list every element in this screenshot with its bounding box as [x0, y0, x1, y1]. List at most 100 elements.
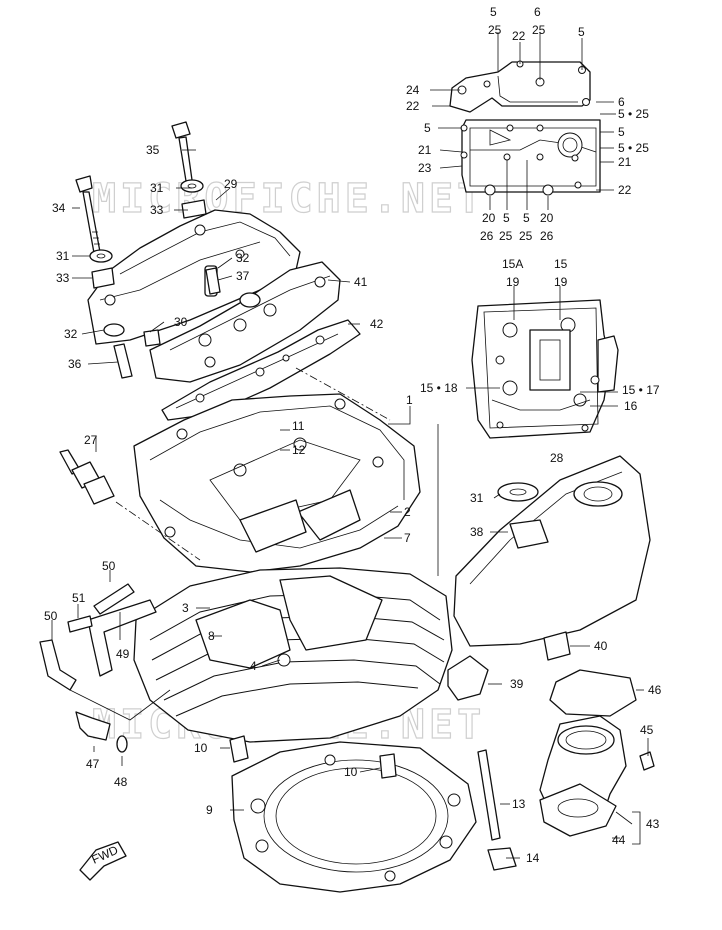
clamp-46: [549, 669, 637, 717]
callout-29: 29: [224, 177, 238, 191]
callout-44: 44: [612, 833, 626, 847]
dowel-10-right: [379, 753, 397, 779]
callout-19-a: 19: [506, 275, 520, 289]
head-gasket-9: [231, 741, 477, 893]
callout-5-left: 5: [424, 121, 431, 135]
callout-33-b: 33: [56, 271, 70, 285]
callout-13: 13: [512, 797, 526, 811]
callout-11: 11: [292, 419, 305, 433]
callout-6-top: 6: [534, 5, 541, 19]
callout-19-b: 19: [554, 275, 568, 289]
union-bolt-47: [75, 711, 111, 741]
dowel-30: [143, 329, 161, 347]
grommet-33-lower: [91, 267, 115, 289]
grommet-33-upper: [181, 199, 207, 219]
head-cover-plate-upper: [449, 60, 601, 196]
callout-36: 36: [68, 357, 82, 371]
callout-12: 12: [292, 443, 306, 457]
callout-34: 34: [52, 201, 66, 215]
washer-31-lower: [89, 249, 113, 263]
leader-lines: [51, 32, 649, 859]
callout-15: 15: [554, 257, 568, 271]
callout-31-c: 31: [470, 491, 484, 505]
callout-5-25-b: 5 • 25: [618, 141, 649, 155]
washer-31-upper: [180, 179, 204, 193]
callout-28: 28: [550, 451, 564, 465]
spark-plug-27: [59, 449, 115, 505]
callout-10-b: 10: [344, 765, 358, 779]
callout-8: 8: [208, 629, 215, 643]
bolt-35: [171, 121, 193, 182]
cylinder-head: [133, 393, 421, 573]
callout-33-a: 33: [150, 203, 164, 217]
bolt-45: [639, 751, 655, 771]
callout-5-top: 5: [490, 5, 497, 19]
callout-47: 47: [86, 757, 100, 771]
dowel-10-left: [229, 735, 249, 763]
head-bottom-view: [471, 299, 619, 439]
callout-25-b1: 25: [499, 229, 513, 243]
callout-7: 7: [404, 531, 411, 545]
fwd-arrow-icon: FWD: [79, 841, 127, 881]
callout-41: 41: [354, 275, 368, 289]
callout-32-a: 32: [236, 251, 250, 265]
callout-39: 39: [510, 677, 524, 691]
intake-pipe: [539, 669, 637, 837]
callout-5-25-a: 5 • 25: [618, 107, 649, 121]
callout-5-b2: 5: [523, 211, 530, 225]
callout-21-right: 21: [618, 155, 632, 169]
rocker-cover: [87, 209, 341, 383]
callout-20-a: 20: [482, 211, 496, 225]
callout-25-top2: 25: [532, 23, 546, 37]
callout-37: 37: [236, 269, 250, 283]
callout-9: 9: [206, 803, 213, 817]
callout-30: 30: [174, 315, 188, 329]
callout-38: 38: [470, 525, 484, 539]
callout-1: 1: [406, 393, 413, 407]
callout-26-b: 26: [540, 229, 554, 243]
callout-2: 2: [404, 505, 411, 519]
callout-22-right: 22: [618, 183, 632, 197]
stud-13: [477, 749, 501, 841]
grommet-38: [509, 519, 549, 549]
hose-50-upper: [93, 583, 135, 615]
callout-50-a: 50: [102, 559, 116, 573]
callout-6-right: 6: [618, 95, 625, 109]
nut-14: [487, 847, 517, 871]
callout-16: 16: [624, 399, 638, 413]
callout-46: 46: [648, 683, 662, 697]
callout-31-a: 31: [150, 181, 164, 195]
callout-21-left: 21: [418, 143, 432, 157]
plug-39: [447, 655, 489, 701]
callout-43: 43: [646, 817, 660, 831]
callout-23: 23: [418, 161, 432, 175]
callout-42: 42: [370, 317, 384, 331]
callout-24: 24: [406, 83, 420, 97]
callout-15-18: 15 • 18: [420, 381, 458, 395]
gasket-48: [116, 735, 128, 753]
callout-25-b2: 25: [519, 229, 533, 243]
callout-22-left: 22: [406, 99, 420, 113]
callout-51: 51: [72, 591, 86, 605]
dowel-36: [113, 343, 133, 379]
hose-50-lower: [39, 639, 77, 691]
callout-14: 14: [526, 851, 540, 865]
callout-5-topright: 5: [578, 25, 585, 39]
callout-15a: 15A: [502, 257, 523, 271]
callout-15-17: 15 • 17: [622, 383, 660, 397]
grommet-31-right: [497, 482, 539, 502]
side-cover-28: [453, 455, 651, 647]
callout-5-right: 5: [618, 125, 625, 139]
callout-20-b: 20: [540, 211, 554, 225]
callout-35: 35: [146, 143, 160, 157]
callout-4: 4: [250, 659, 257, 673]
clip-51: [67, 615, 93, 633]
callout-49: 49: [116, 647, 130, 661]
callout-labels: 5 25 6 25 22 5 24 22 6 5 • 25 5 5 21 5 •…: [44, 5, 662, 865]
callout-50-b: 50: [44, 609, 58, 623]
washer-32: [103, 323, 125, 337]
watermark-upper: MICROFICHE.NET: [92, 176, 485, 222]
oil-hoses: [39, 583, 157, 691]
